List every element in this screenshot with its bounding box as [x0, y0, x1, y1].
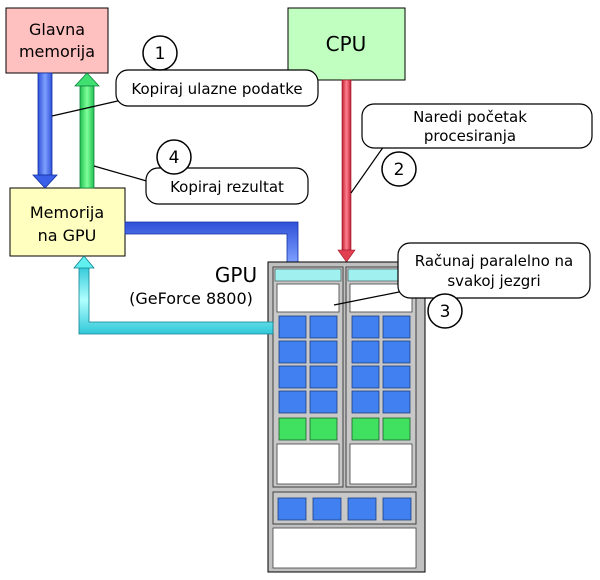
step-1-text: Kopiraj ulazne podatke [131, 80, 302, 98]
cpu-rect [287, 7, 406, 81]
main-memory-label-line1: Glavna [29, 20, 85, 39]
step-3-badge [427, 293, 463, 329]
gpu-memory-box: Memorija na GPU [9, 187, 126, 257]
gpu-cores-bottom [277, 497, 412, 521]
gpu-memory-rect [9, 187, 126, 257]
step-4-number: 4 [169, 148, 180, 168]
step-3-text-line1: Računaj paralelno na [415, 252, 573, 270]
cpu-label: CPU [326, 32, 367, 56]
step-1-badge [142, 35, 178, 71]
gpu-box: GPU (GeForce 8800) [129, 261, 426, 573]
step-2-callout: Naredi početak procesiranja 2 [350, 103, 593, 194]
start-processing-arrow [337, 79, 356, 263]
cpu-box: CPU [287, 7, 406, 81]
main-memory-label-line2: memorija [19, 42, 95, 61]
step-1-callout: Kopiraj ulazne podatke 1 [51, 35, 319, 117]
step-4-text: Kopiraj rezultat [170, 178, 284, 196]
step-1-number: 1 [155, 44, 166, 64]
step-2-text-line2: procesiranja [424, 127, 516, 145]
step-3-number: 3 [440, 302, 451, 322]
result-to-gpu-memory-arrow [73, 255, 274, 335]
gpu-cores-left [276, 315, 340, 485]
copy-input-arrow [32, 72, 58, 189]
step-2-badge [381, 151, 417, 187]
gpu-memory-label-line2: na GPU [38, 226, 97, 245]
step-4-badge [156, 139, 192, 175]
gpu-model-label: (GeForce 8800) [129, 289, 253, 308]
step-3-text-line2: svakoj jezgri [447, 272, 540, 290]
step-2-number: 2 [394, 160, 405, 180]
step-3-callout: Računaj paralelno na svakoj jezgri 3 [333, 242, 591, 329]
step-4-callout: Kopiraj rezultat 4 [93, 139, 309, 205]
step-2-text-line1: Naredi početak [413, 108, 527, 126]
main-memory-rect [5, 7, 109, 74]
copy-result-arrow [74, 72, 100, 189]
main-memory-box: Glavna memorija [5, 7, 109, 74]
gpu-label: GPU [215, 263, 257, 287]
gpu-memory-label-line1: Memorija [30, 203, 104, 222]
gpu-cores-right [349, 315, 413, 485]
